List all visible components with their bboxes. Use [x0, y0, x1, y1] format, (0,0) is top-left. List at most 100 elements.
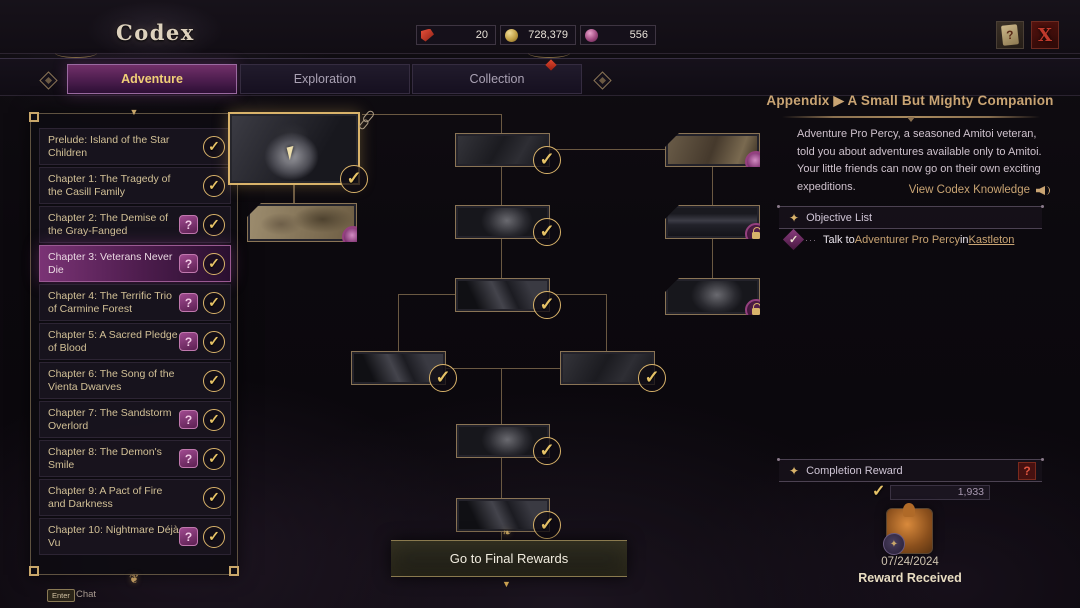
hint-badge-icon[interactable]: ?: [179, 293, 198, 312]
reward-status: Reward Received: [858, 571, 962, 585]
appendix-description: Adventure Pro Percy, a seasoned Amitoi v…: [797, 128, 1042, 193]
check-badge-icon: ✓: [533, 218, 561, 246]
speaker-icon[interactable]: [1036, 184, 1051, 197]
currency-gold-coin: 728,379: [500, 25, 576, 45]
completion-progress: 1,933 ✓: [872, 483, 992, 501]
npc-link[interactable]: Adventurer Pro Percy: [854, 233, 960, 246]
lock-badge-icon: [745, 299, 760, 315]
chapter-item-2[interactable]: Chapter 2: The Demise of the Gray-Fanged…: [39, 206, 231, 243]
fleur-icon: ✦: [789, 463, 800, 478]
tree-node-mid-5[interactable]: ✓: [456, 498, 561, 539]
chapter-item-1[interactable]: Chapter 1: The Tragedy of the Casill Fam…: [39, 167, 231, 204]
node-art: [458, 281, 547, 309]
check-badge-icon: ✓: [203, 409, 225, 431]
completion-help-button[interactable]: ?: [1018, 462, 1036, 480]
tree-node-branch-left[interactable]: ✓: [351, 351, 457, 392]
check-badge-icon: ✓: [203, 175, 225, 197]
tree-node-side-2[interactable]: [665, 205, 760, 239]
node-art: [459, 427, 547, 455]
chapter-item-7[interactable]: Chapter 7: The Sandstorm Overlord ? ✓: [39, 401, 231, 438]
chapter-item-6[interactable]: Chapter 6: The Song of the Vienta Dwarve…: [39, 362, 231, 399]
hint-badge-icon[interactable]: ?: [179, 215, 198, 234]
tree-node-start-large[interactable]: ✓: [228, 109, 376, 193]
check-badge-icon: ✓: [203, 253, 225, 275]
hint-badge-icon[interactable]: ?: [179, 254, 198, 273]
hint-badge-icon[interactable]: ?: [179, 410, 198, 429]
node-art: [668, 208, 757, 236]
node-art: [459, 501, 547, 529]
appendix-heading: Appendix ▶ A Small But Mighty Companion: [766, 93, 1054, 108]
tree-node-mid-3[interactable]: ✓: [455, 278, 561, 319]
hint-badge-icon[interactable]: ?: [179, 332, 198, 351]
node-art: [668, 281, 757, 312]
tab-ornament-right-icon: [593, 71, 612, 90]
node-art: [458, 136, 547, 164]
tree-node-branch-right[interactable]: ✓: [560, 351, 666, 392]
help-book-icon: ?: [1000, 24, 1020, 46]
tab-collection[interactable]: Collection: [412, 59, 582, 94]
hint-badge-icon[interactable]: ?: [179, 449, 198, 468]
close-button[interactable]: X: [1031, 21, 1059, 49]
chapter-item-9[interactable]: Chapter 9: A Pact of Fire and Darkness ✓: [39, 479, 231, 516]
chapter-item-5[interactable]: Chapter 5: A Sacred Pledge of Blood ? ✓: [39, 323, 231, 360]
button-flourish-icon: ❧: [502, 528, 514, 539]
enter-keycap: Enter: [47, 589, 75, 602]
check-badge-icon: ✓: [533, 146, 561, 174]
view-codex-knowledge-link[interactable]: View Codex Knowledge: [908, 184, 1030, 196]
check-badge-icon: ✓: [203, 526, 225, 548]
check-badge-icon: ✓: [203, 370, 225, 392]
flourish-right: [528, 48, 570, 58]
tab-exploration[interactable]: Exploration: [240, 64, 410, 94]
check-badge-icon: ✓: [533, 291, 561, 319]
chapter-item-prelude[interactable]: Prelude: Island of the Star Children ✓: [39, 128, 231, 165]
tab-ornament-left-icon: [39, 71, 58, 90]
location-link[interactable]: Kastleton: [968, 233, 1015, 246]
reward-item-icon[interactable]: ✦: [883, 503, 933, 555]
tree-node-mid-1[interactable]: ✓: [455, 133, 561, 174]
check-badge-icon: ✓: [203, 292, 225, 314]
check-badge-icon: ✓: [203, 448, 225, 470]
notification-diamond-icon: [545, 59, 557, 71]
red-shard-icon: [421, 28, 434, 42]
tree-node-side-3[interactable]: [665, 278, 760, 315]
link-icon: [361, 109, 376, 124]
panel-flourish-icon: ❦: [128, 572, 140, 586]
objective-check-icon: ✓: [782, 228, 805, 251]
progress-pill: [890, 485, 990, 500]
progress-check-icon: ✓: [872, 483, 886, 500]
tree-node-mid-2[interactable]: ✓: [455, 205, 561, 246]
check-badge-icon: ✓: [638, 364, 666, 392]
currency-red-shard: 20: [416, 25, 496, 45]
help-button[interactable]: ?: [996, 21, 1024, 49]
dots-icon: ···: [805, 234, 817, 245]
chapter-item-10[interactable]: Chapter 10: Nightmare Déjà Vu ? ✓: [39, 518, 231, 555]
gold-coin-icon: [505, 28, 518, 42]
check-badge-icon: ✓: [203, 487, 225, 509]
hint-badge-icon[interactable]: ?: [179, 527, 198, 546]
tree-node-mid-4[interactable]: ✓: [456, 424, 561, 465]
tree-node-map[interactable]: [247, 203, 357, 242]
dragon-emblem: [60, 2, 250, 54]
objective-item: ✓ ··· Talk to Adventurer Pro Percy in Ka…: [782, 228, 1046, 251]
chapter-list-panel: ▼ ❦ Prelude: Island of the Star Children…: [29, 107, 239, 586]
chat-label[interactable]: Chat: [76, 589, 97, 600]
chapter-item-3-selected[interactable]: Chapter 3: Veterans Never Die ? ✓: [39, 245, 231, 282]
chapter-item-4[interactable]: Chapter 4: The Terrific Trio of Carmine …: [39, 284, 231, 321]
heading-divider: [782, 116, 1040, 118]
check-badge-icon: ✓: [533, 437, 561, 465]
chapter-item-8[interactable]: Chapter 8: The Demon's Smile ? ✓: [39, 440, 231, 477]
tab-adventure[interactable]: Adventure: [67, 64, 237, 94]
check-badge-icon: ✓: [203, 331, 225, 353]
check-badge-icon: ✓: [203, 214, 225, 236]
flourish-left: [55, 48, 97, 58]
page-title: Codex: [116, 20, 195, 45]
check-badge-icon: ✓: [203, 136, 225, 158]
go-to-final-rewards-button[interactable]: Go to Final Rewards: [391, 540, 627, 577]
pink-orb-icon: [585, 28, 598, 42]
tab-bar: Adventure Exploration Collection: [0, 58, 1080, 96]
reward-date: 07/24/2024: [881, 556, 939, 568]
tree-node-side-1[interactable]: [665, 133, 760, 167]
check-badge-icon: ✓: [533, 511, 561, 539]
node-art: [354, 354, 443, 382]
